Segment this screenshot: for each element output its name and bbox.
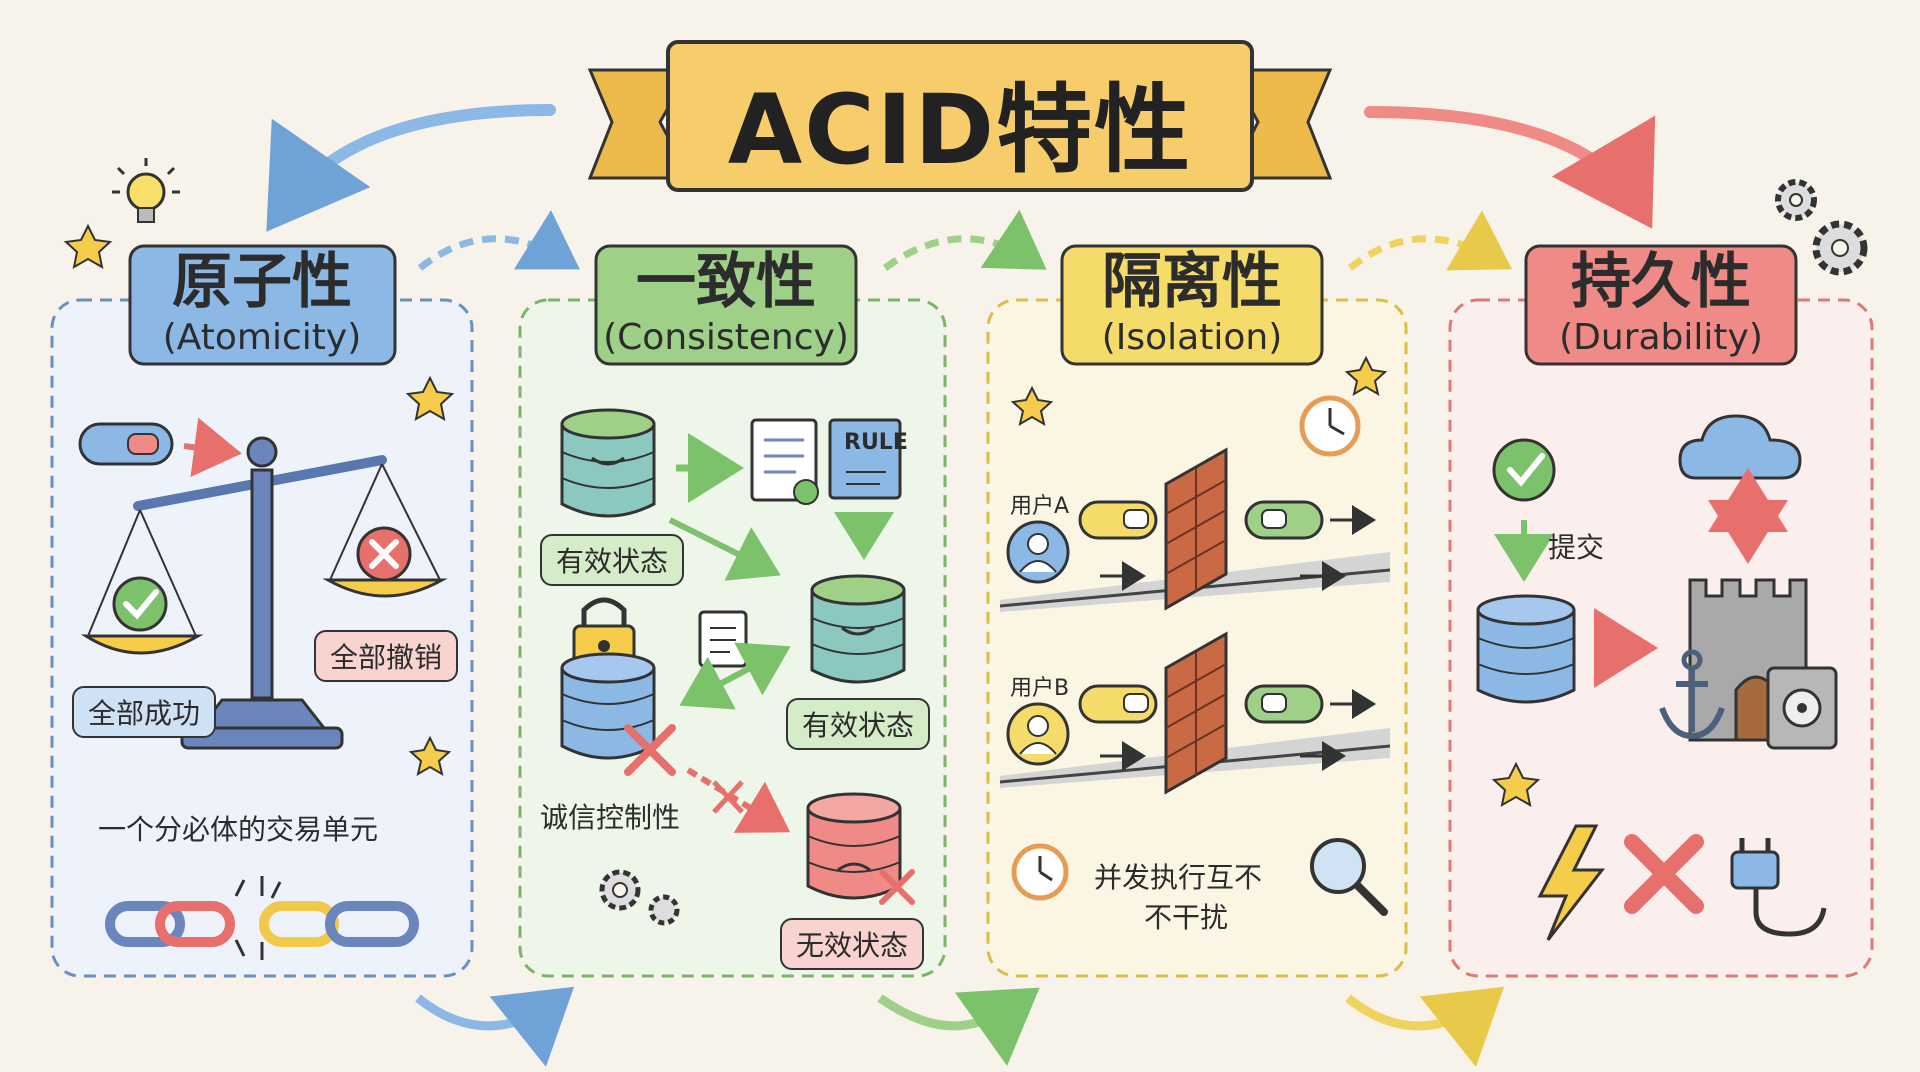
- atomicity-header: [128, 244, 397, 366]
- gear-icon: [1775, 179, 1868, 276]
- atomicity-name: 原子性: [172, 247, 352, 317]
- consistency-valid-state-2: 有效状态: [786, 698, 931, 750]
- durability-header: [1524, 244, 1798, 366]
- star-icon: [63, 223, 455, 777]
- cross-icon: [1624, 834, 1704, 914]
- star-icon: [1344, 355, 1388, 397]
- arrow-c-to-i: [882, 209, 1047, 271]
- arrow-bottom-3: [1345, 986, 1505, 1067]
- page-title: ACID特性: [727, 74, 1193, 186]
- chain-icon: [105, 876, 419, 960]
- star-icon: [1010, 385, 1054, 427]
- star-icon: [1491, 761, 1541, 807]
- user-a-label: 用户A: [1010, 494, 1070, 519]
- user-b-label: 用户B: [1010, 676, 1070, 701]
- isolation-name: 隔离性: [1102, 247, 1282, 317]
- durability-sub: (Durability): [1559, 317, 1763, 358]
- anchor-icon: [1659, 649, 1725, 740]
- check-icon: [1492, 438, 1556, 582]
- gear-icon: [599, 869, 680, 926]
- durability-name: 持久性: [1571, 247, 1751, 317]
- title-banner: [587, 40, 1333, 192]
- transaction-pill-icon: [78, 417, 242, 478]
- brick-wall-icon: [1164, 447, 1228, 611]
- database-icon: [806, 792, 915, 905]
- clock-icon: [1299, 395, 1361, 457]
- clock-icon: [1011, 843, 1069, 901]
- consistency-header: [594, 244, 858, 366]
- database-icon: [1476, 594, 1576, 704]
- cloud-icon: [1678, 414, 1802, 564]
- arrow-bottom-1: [415, 986, 575, 1067]
- isolation-header: [1060, 244, 1324, 366]
- atomicity-rollback-label: 全部撤销: [314, 630, 459, 682]
- atomicity-success-label: 全部成功: [72, 686, 217, 738]
- consistency-control-label: 诚信控制性: [540, 801, 681, 834]
- arrow-title-to-durability: [1364, 106, 1656, 229]
- isolation-caption-line1: 并发执行互不: [1094, 861, 1263, 894]
- isolation-caption-line2: 不干扰: [1144, 901, 1229, 934]
- atomicity-caption: 一个分必体的交易单元: [98, 813, 379, 846]
- consistency-invalid-state: 无效状态: [780, 918, 925, 970]
- atomicity-sub: (Atomicity): [162, 317, 362, 358]
- safe-icon: [1766, 666, 1838, 750]
- consistency-sub: (Consistency): [603, 317, 849, 358]
- plug-icon: [1730, 838, 1827, 937]
- check-icon: [112, 576, 168, 632]
- brick-wall-icon: [1164, 631, 1228, 795]
- consistency-name: 一致性: [636, 247, 816, 317]
- rule-book-icon: [828, 418, 902, 560]
- cross-icon: [356, 526, 412, 582]
- document-icon: [698, 610, 748, 668]
- consistency-valid-state-1: 有效状态: [540, 534, 685, 586]
- checklist-icon: [750, 418, 819, 505]
- arrow-a-to-c: [417, 210, 580, 271]
- arrow-i-to-d: [1347, 210, 1513, 271]
- database-icon: [810, 574, 906, 684]
- magnifier-icon: [1310, 838, 1388, 916]
- database-icon: [560, 408, 656, 518]
- lightbulb-icon: [112, 158, 180, 223]
- arrow-bottom-2: [877, 987, 1040, 1066]
- scale-icon: [80, 436, 448, 750]
- isolation-sub: (Isolation): [1101, 317, 1283, 358]
- durability-commit-label: 提交: [1548, 531, 1605, 564]
- arrow-title-to-atomicity: [266, 104, 556, 232]
- rule-book-label: RULE: [844, 430, 908, 455]
- database-icon: [560, 652, 656, 760]
- lightning-icon: [1537, 824, 1606, 941]
